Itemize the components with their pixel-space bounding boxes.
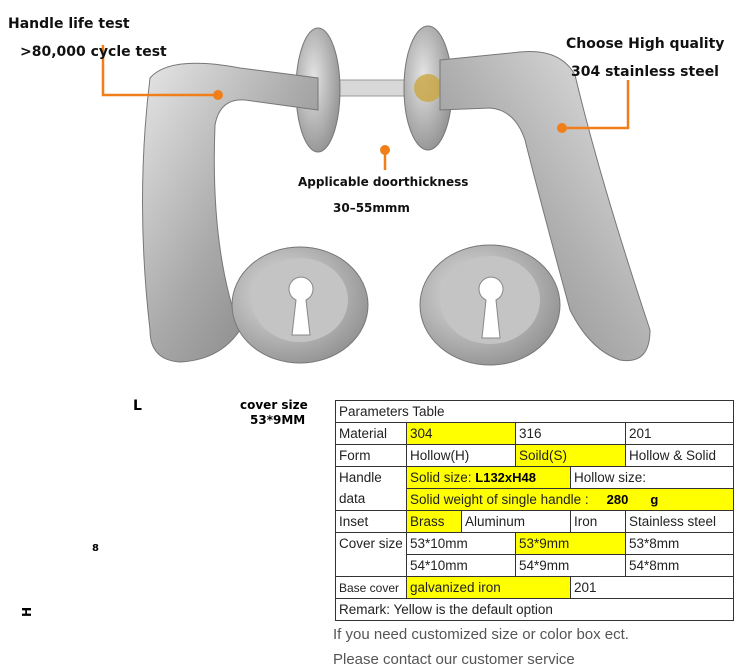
table-remark: Remark: Yellow is the default option xyxy=(334,598,735,621)
option-cell: Hollow & Solid xyxy=(624,444,735,467)
table-row-material: Material 304 316 201 xyxy=(335,422,735,445)
option-cell: 54*9mm xyxy=(515,554,626,577)
length-label: L xyxy=(133,398,142,414)
escutcheon-left xyxy=(231,246,369,364)
custom-note: If you need customized size or color box… xyxy=(333,626,629,643)
contact-note: Please contact our customer service xyxy=(333,651,575,668)
table-row-inset: Inset Brass Aluminum Iron Stainless stee… xyxy=(335,510,735,533)
option-cell: 54*8mm xyxy=(624,554,735,577)
row-label: Inset xyxy=(335,510,407,533)
option-cell: 54*10mm xyxy=(406,554,516,577)
option-cell: 201 xyxy=(624,422,735,445)
option-cell: 304 xyxy=(406,422,516,445)
option-cell: 53*9mm xyxy=(515,532,626,555)
spindle-size-label: 8 xyxy=(92,543,99,554)
table-row-weight: Solid weight of single handle : 280 g xyxy=(336,488,735,511)
callout-door-title: Applicable doorthickness xyxy=(298,175,469,189)
option-cell: Brass xyxy=(406,510,462,533)
solid-size-cell: Solid size: L132xH48 xyxy=(406,466,571,489)
callout-life-test-title: Handle life test xyxy=(8,16,130,32)
table-title: Parameters Table xyxy=(334,400,735,423)
row-label: Form xyxy=(335,444,407,467)
table-row-base: Base cover galvanized iron 201 xyxy=(335,576,735,599)
row-label: Cover size xyxy=(335,532,407,577)
product-photo xyxy=(101,25,651,366)
weight-value: 280 xyxy=(606,492,629,507)
option-cell: Soild(S) xyxy=(515,444,626,467)
option-cell: Hollow(H) xyxy=(406,444,516,467)
table-row-handle: Handle data Solid size: L132xH48 Hollow s… xyxy=(335,466,735,511)
hollow-size-cell: Hollow size: xyxy=(569,466,735,489)
callout-quality-value: 304 stainless steel xyxy=(571,64,719,80)
height-label: H xyxy=(20,606,35,618)
callout-life-test-value: >80,000 cycle test xyxy=(20,44,167,60)
option-cell: galvanized iron xyxy=(406,576,571,599)
weight-cell: Solid weight of single handle : 280 g xyxy=(405,488,735,511)
option-cell: Iron xyxy=(570,510,626,533)
row-label: Handle data xyxy=(335,466,407,511)
row-label: Material xyxy=(335,422,407,445)
callout-quality-title: Choose High quality xyxy=(566,36,725,52)
solid-size-value: L132xH48 xyxy=(475,470,536,485)
handle-label-2: data xyxy=(339,491,366,506)
weight-unit: g xyxy=(650,492,659,507)
row-label: Base cover xyxy=(335,576,407,599)
option-cell: 53*8mm xyxy=(624,532,735,555)
escutcheon-right xyxy=(419,244,561,366)
table-row-cover-1: Cover size 53*10mm 53*9mm 53*8mm xyxy=(335,532,735,577)
handle-label-1: Handle xyxy=(339,470,382,485)
table-row-form: Form Hollow(H) Soild(S) Hollow & Solid xyxy=(335,444,735,467)
option-cell: Stainless steel xyxy=(624,510,735,533)
solid-size-label: Solid size: xyxy=(410,470,476,485)
callout-door-value: 30–55mmm xyxy=(333,201,410,215)
cover-size-label: cover size xyxy=(240,398,308,412)
option-cell: 316 xyxy=(515,422,626,445)
option-cell: Aluminum xyxy=(461,510,571,533)
option-cell: 53*10mm xyxy=(406,532,516,555)
weight-label: Solid weight of single handle : xyxy=(410,492,589,507)
parameters-table: Parameters Table Material 304 316 201 Fo… xyxy=(334,400,735,621)
option-cell: 201 xyxy=(569,576,735,599)
handle-right xyxy=(439,50,651,362)
cover-size-value: 53*9MM xyxy=(250,413,306,427)
